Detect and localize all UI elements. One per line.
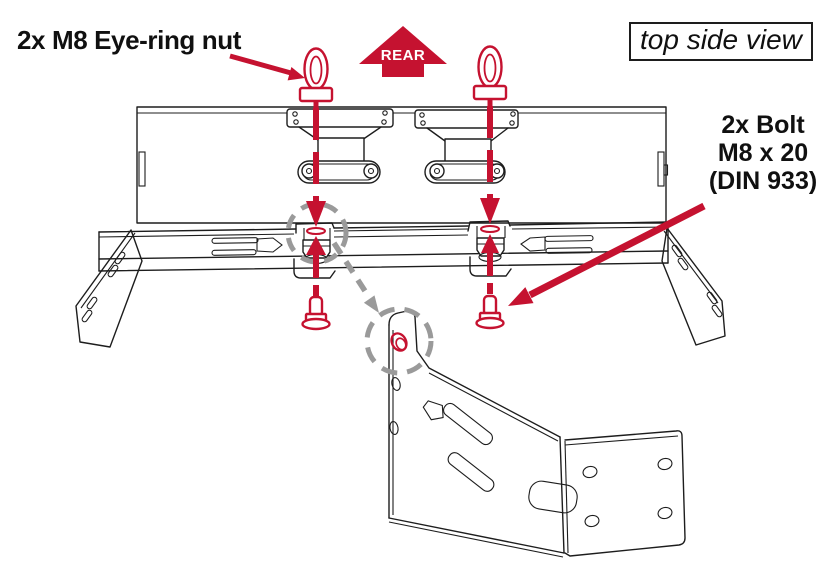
handle-screw [363,163,379,179]
detail-callout [285,201,434,376]
view-label-box: top side view [629,22,813,61]
bar-left-tab [295,222,335,234]
bar-slots-left [211,237,283,256]
left-handle-bracket [286,108,394,184]
bolt-right [475,294,505,330]
bolt-hole-highlight [390,332,408,352]
left-wing-bracket [75,229,143,348]
bolt-label-line3: (DIN 933) [708,167,818,195]
right-wing-bracket [661,227,726,346]
insert-line-right [480,106,500,294]
bolt-label: 2x Bolt M8 x 20 (DIN 933) [696,111,830,195]
mount-hole [584,514,600,528]
insert-line-left [306,108,326,296]
detail-arrowhead [363,295,379,313]
mount-hole [657,506,673,520]
eyering-nut-label: 2x M8 Eye-ring nut [17,25,241,55]
bracket-notch [528,480,578,514]
mount-hole [582,465,598,479]
bar-slots-right [520,235,594,254]
eye-ring-nut-left [298,47,334,108]
bracket-slots [422,400,495,492]
rear-label: REAR [381,47,426,64]
view-label: top side view [640,24,802,55]
bolt-left [301,295,331,331]
rear-panel [136,106,669,224]
handle-screw [429,163,445,179]
detail-arrow [331,241,368,293]
bolt-callout-arrow [508,202,706,306]
bar-right-tab [467,220,511,232]
eyering-callout-arrow [229,53,305,81]
rear-direction-arrow: REAR [359,26,447,77]
eye-ring-nut-right [472,45,508,106]
panel-left-slot [138,151,146,187]
bolt-label-line2: M8 x 20 [717,139,809,167]
detail-circle-small [285,201,349,265]
bolt-label-line1: 2x Bolt [721,111,805,139]
mount-hole [657,457,673,471]
panel-right-slot [657,151,665,187]
mounting-bar [98,220,669,279]
detail-circle-large [364,306,434,376]
lower-bracket [388,310,686,558]
right-handle-bracket [414,109,519,184]
